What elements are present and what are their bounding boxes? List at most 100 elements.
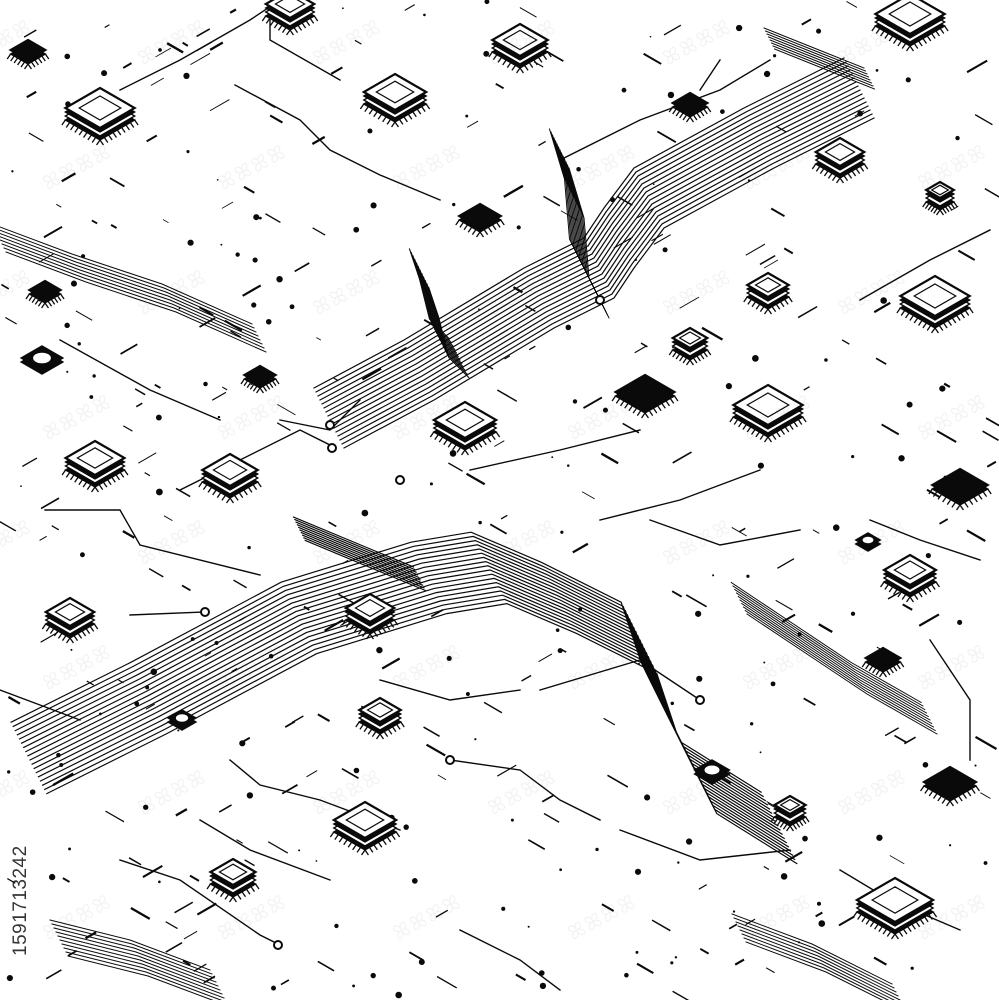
trace-line [600, 452, 619, 465]
trace-path [321, 73, 853, 405]
chip-top [930, 467, 990, 503]
chip-pin [764, 436, 769, 443]
trace-line [759, 254, 776, 266]
trace-path [0, 232, 257, 333]
trace-line [543, 812, 560, 823]
trace-line [651, 233, 664, 242]
chip-pin [946, 499, 952, 506]
trace-line [145, 703, 155, 710]
trace-line [7, 878, 16, 884]
trace-line [775, 599, 793, 611]
chip-top [670, 326, 710, 350]
trace-line [436, 975, 458, 989]
pad-component [166, 709, 198, 731]
chip-pin [45, 625, 51, 632]
solder-dot [749, 722, 754, 726]
chip-top [863, 646, 903, 670]
trace-line [238, 616, 247, 622]
solder-dot [177, 729, 180, 732]
trace-path [59, 339, 221, 421]
chip-pin [802, 416, 807, 423]
chip-pin [855, 168, 861, 175]
trace-path [297, 526, 420, 579]
chip-pin [265, 384, 271, 390]
chip-pin [471, 229, 477, 235]
chip-die [218, 863, 248, 881]
trace-path [422, 276, 465, 368]
trace-path [199, 819, 331, 881]
chip-pin [341, 619, 347, 626]
trace-line [738, 167, 757, 178]
trace-path [379, 679, 521, 701]
chip-pin [254, 883, 260, 890]
trace-line [130, 907, 151, 920]
chip-pin [345, 621, 351, 628]
solder-dot [772, 54, 777, 58]
chip-pin [347, 841, 353, 848]
trace-line [803, 386, 810, 391]
trace-line [196, 902, 217, 916]
trace-line [622, 422, 640, 434]
solder-dot [662, 247, 668, 253]
chip-pin [872, 667, 877, 674]
chip-pin [932, 491, 938, 498]
chip-pin [692, 114, 698, 121]
trace-path [449, 759, 601, 821]
trace-path [767, 36, 870, 78]
chip-top [670, 91, 710, 115]
trace-line [738, 527, 746, 533]
chip-pin [682, 114, 688, 121]
trace-path [869, 519, 981, 561]
chip-pin [918, 320, 923, 326]
trace-line [0, 521, 17, 532]
trace-path [539, 659, 701, 701]
chip-pin [657, 405, 662, 412]
chip-pin [212, 489, 217, 496]
chip-pin [706, 349, 712, 356]
chip-pin [334, 834, 339, 840]
trace-line [122, 62, 133, 69]
chip-pin [377, 628, 383, 635]
trace-line [671, 590, 683, 598]
chip-pin [644, 412, 649, 419]
solder-dot [429, 482, 433, 486]
chip-pin [119, 472, 125, 478]
chip-top [27, 279, 63, 301]
chip-pin [743, 296, 748, 303]
chip-pin [922, 322, 927, 329]
chip-pin [969, 307, 974, 314]
chip-die [54, 602, 86, 622]
chip-pin [492, 54, 498, 61]
trace-path [323, 77, 855, 409]
chip-pin [452, 444, 457, 451]
trace-line [763, 865, 770, 871]
solder-dot [70, 648, 73, 651]
trace-line [846, 1, 858, 8]
solder-dot [178, 307, 181, 310]
chip-pin [847, 172, 853, 179]
chip-pin [61, 119, 66, 126]
chip-pin [27, 63, 32, 70]
chip-pin [775, 303, 781, 310]
chip-pin [905, 312, 910, 319]
solder-dot [376, 646, 383, 654]
trace-line [918, 613, 940, 627]
solder-dot [216, 178, 219, 181]
trace-path [327, 85, 859, 417]
trace-line [138, 452, 157, 464]
chip-pin [487, 226, 493, 233]
trace-line [236, 839, 244, 844]
chip-pin [776, 431, 781, 438]
chip-pin [386, 119, 392, 125]
chip-pin [692, 357, 698, 364]
chip-pin [363, 726, 369, 733]
trace-line [233, 579, 247, 589]
trace-path [301, 534, 424, 586]
chip-pin [479, 231, 484, 238]
chip-pin [391, 726, 397, 733]
solder-dot [158, 48, 162, 52]
solder-dot [190, 637, 195, 641]
chip-pin [198, 481, 203, 488]
chip-pin [425, 103, 431, 110]
